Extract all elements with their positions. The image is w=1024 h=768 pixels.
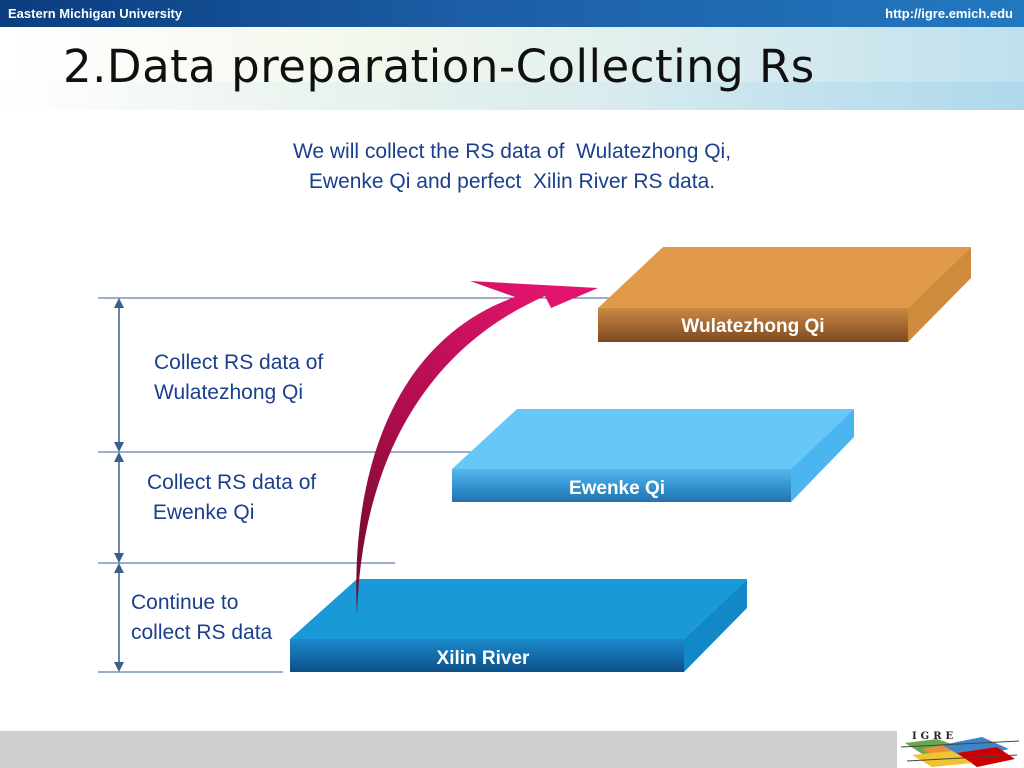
logo-graphic xyxy=(900,737,1020,767)
step-text-line-2: Wulatezhong Qi xyxy=(154,381,304,404)
block-xilin-river: Xilin River xyxy=(290,579,747,672)
slide-title: 2.Data preparation-Collecting Rs xyxy=(63,40,815,93)
step-text-wulatezhong-qi: Collect RS data of Wulatezhong Qi xyxy=(154,348,323,408)
block-ewenke-qi: Ewenke Qi xyxy=(452,409,854,502)
igre-logo: IGRE xyxy=(897,729,1024,768)
header-bar: Eastern Michigan University http://igre.… xyxy=(0,0,1024,27)
block-wulatezhong-qi: Wulatezhong Qi xyxy=(598,247,971,342)
step-text-line-1: Collect RS data of xyxy=(154,351,324,374)
subtitle-line-1: We will collect the RS data of Wulatezho… xyxy=(292,140,732,163)
step-text-line-2: collect RS data xyxy=(131,621,273,644)
step-text-line-2: Ewenke Qi xyxy=(147,501,255,524)
header-university-name: Eastern Michigan University xyxy=(8,6,183,21)
step-text-line-1: Collect RS data of xyxy=(147,471,317,494)
block-label-wulatezhong-qi: Wulatezhong Qi xyxy=(681,316,824,337)
span-arrow-top xyxy=(114,298,124,452)
title-band xyxy=(0,27,1024,110)
subtitle-line-2: Ewenke Qi and perfect Xilin River RS dat… xyxy=(308,170,716,193)
step-text-line-1: Continue to xyxy=(131,591,239,614)
header-url[interactable]: http://igre.emich.edu xyxy=(885,6,1013,21)
step-text-xilin-river: Continue to collect RS data xyxy=(131,588,272,648)
span-arrow-middle xyxy=(114,452,124,563)
footer-bar xyxy=(0,731,1024,768)
block-label-ewenke-qi: Ewenke Qi xyxy=(569,478,665,499)
logo-text: IGRE xyxy=(912,731,958,742)
span-arrow-bottom xyxy=(114,563,124,672)
step-text-ewenke-qi: Collect RS data of Ewenke Qi xyxy=(147,468,316,528)
slide-subtitle: We will collect the RS data of Wulatezho… xyxy=(200,137,824,197)
block-label-xilin-river: Xilin River xyxy=(437,648,531,669)
